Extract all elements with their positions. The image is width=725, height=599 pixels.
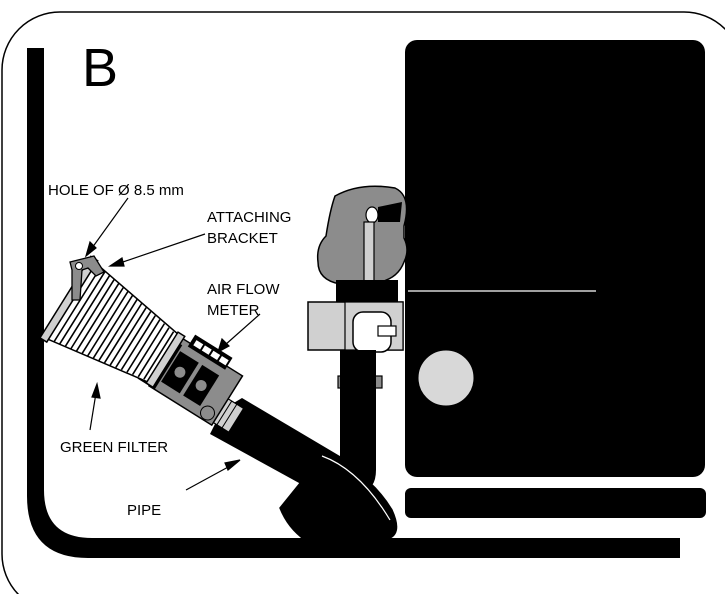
arrow-bracket (119, 233, 206, 264)
label-green-filter: GREEN FILTER (60, 439, 169, 456)
pipe-junction-edge (321, 455, 391, 521)
intake-housing-top (316, 185, 408, 285)
label-airflow-line1: AIR FLOW (207, 281, 280, 298)
label-hole: HOLE OF Ø 8.5 mm (48, 182, 184, 199)
arrow-air-flow (224, 313, 261, 346)
arrow-filter (89, 392, 97, 431)
panel-frame (1, 11, 725, 599)
valve-tab (377, 325, 397, 337)
label-attaching-line1: ATTACHING (207, 209, 292, 226)
arrow-pipe (185, 465, 231, 491)
housing-bolt (365, 206, 379, 224)
leader-arrows (84, 197, 261, 491)
housing-slot (378, 202, 402, 222)
label-attaching-line2: BRACKET (207, 230, 278, 247)
panel-letter: B (82, 38, 119, 98)
engine-block (405, 40, 705, 477)
label-pipe: PIPE (127, 502, 162, 519)
housing-neck (336, 280, 398, 302)
engine-block-circle (417, 349, 475, 407)
bracket-hole (75, 262, 83, 270)
label-airflow-line2: METER (207, 302, 260, 319)
pipe-junction (279, 455, 398, 541)
vertical-hose (340, 350, 376, 492)
lower-bar (405, 488, 706, 518)
arrow-hole (91, 197, 129, 249)
